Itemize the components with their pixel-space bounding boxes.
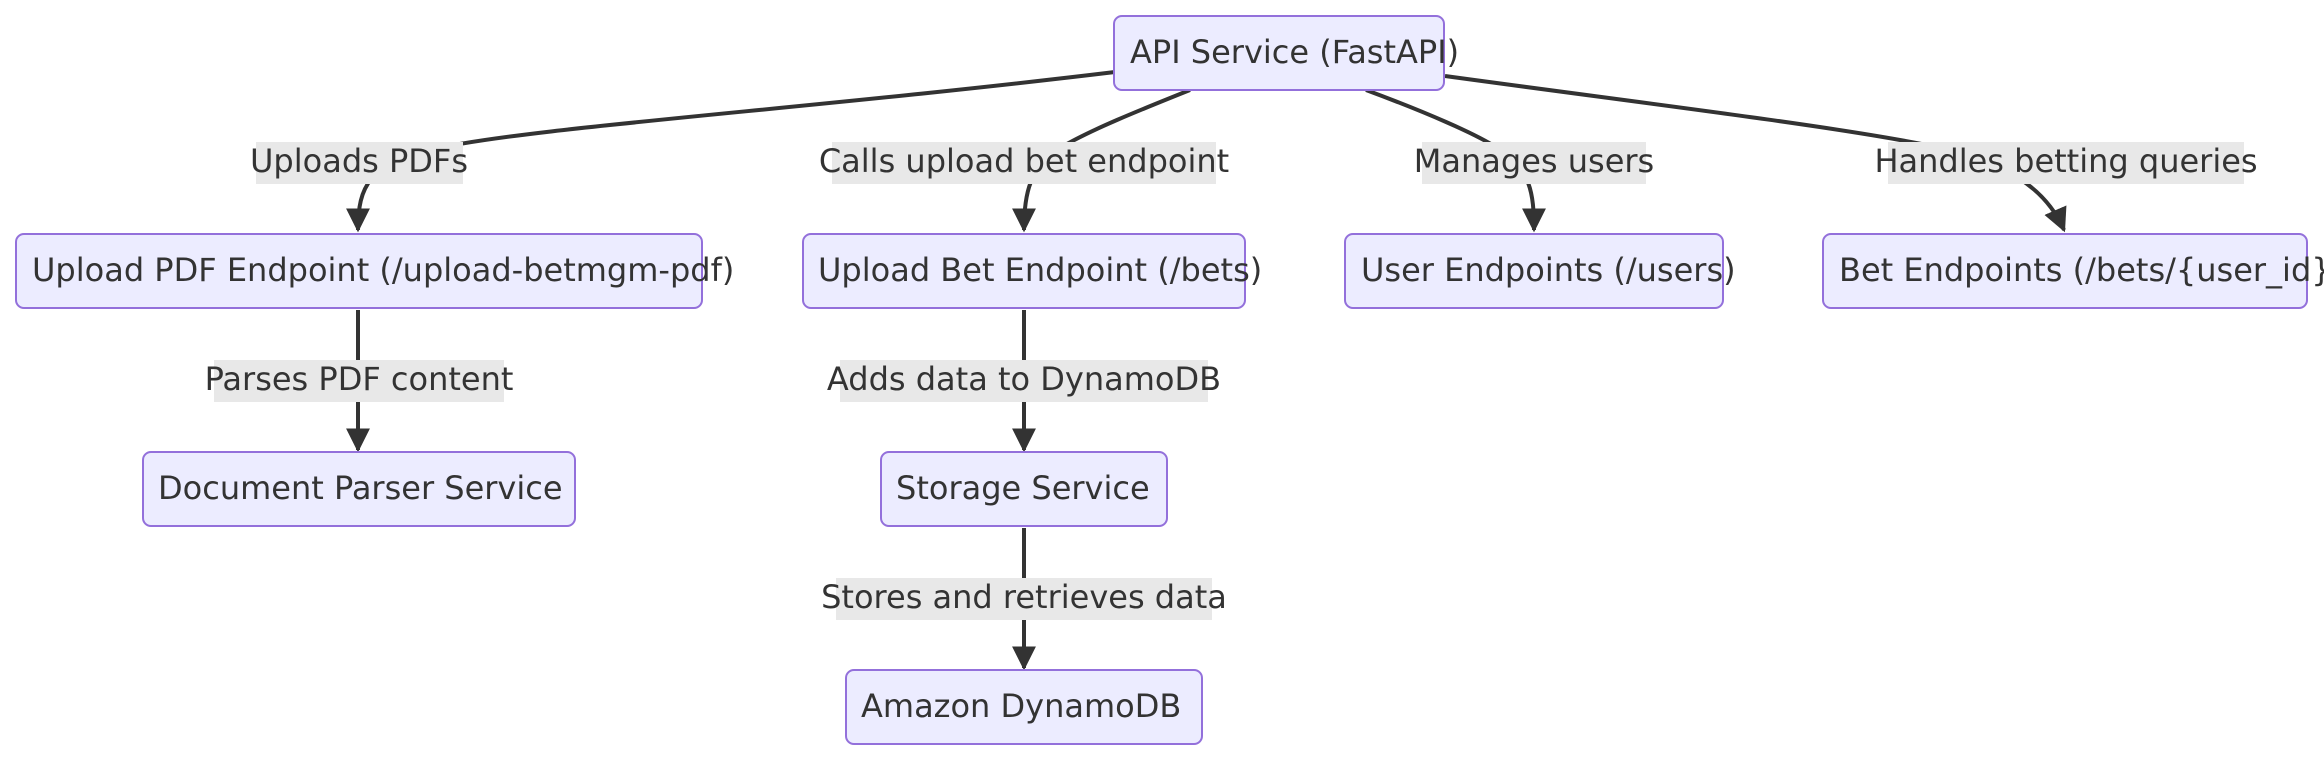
node-upload-bet-endpoint: Upload Bet Endpoint (/bets) — [802, 233, 1262, 309]
edge-label-manages-users: Manages users — [1414, 142, 1654, 180]
edge-label-handles-betting: Handles betting queries — [1874, 142, 2257, 180]
node-storage-service-label: Storage Service — [896, 469, 1150, 507]
node-user-endpoints-label: User Endpoints (/users) — [1361, 251, 1736, 289]
node-amazon-dynamodb-label: Amazon DynamoDB — [861, 687, 1181, 725]
node-document-parser-service: Document Parser Service — [142, 451, 576, 527]
edge-label-uploads-pdfs: Uploads PDFs — [250, 142, 468, 180]
node-bet-endpoints-label: Bet Endpoints (/bets/{user_id}) — [1839, 251, 2324, 289]
node-user-endpoints: User Endpoints (/users) — [1344, 233, 1736, 309]
node-storage-service: Storage Service — [880, 451, 1168, 527]
edge-label-calls-upload-bet: Calls upload bet endpoint — [819, 142, 1229, 180]
node-upload-pdf-endpoint: Upload PDF Endpoint (/upload-betmgm-pdf) — [15, 233, 734, 309]
node-api-service: API Service (FastAPI) — [1113, 15, 1459, 91]
edge-label-parses-pdf: Parses PDF content — [205, 360, 514, 398]
node-upload-bet-endpoint-label: Upload Bet Endpoint (/bets) — [818, 251, 1262, 289]
node-document-parser-service-label: Document Parser Service — [158, 469, 563, 507]
node-upload-pdf-endpoint-label: Upload PDF Endpoint (/upload-betmgm-pdf) — [32, 251, 734, 289]
node-bet-endpoints: Bet Endpoints (/bets/{user_id}) — [1822, 233, 2324, 309]
edge-label-adds-data: Adds data to DynamoDB — [827, 360, 1221, 398]
edge-label-stores-retrieves: Stores and retrieves data — [821, 578, 1227, 616]
edge-labels: Uploads PDFs Calls upload bet endpoint M… — [205, 142, 2258, 620]
node-amazon-dynamodb: Amazon DynamoDB — [845, 669, 1203, 745]
node-api-service-label: API Service (FastAPI) — [1130, 33, 1459, 71]
